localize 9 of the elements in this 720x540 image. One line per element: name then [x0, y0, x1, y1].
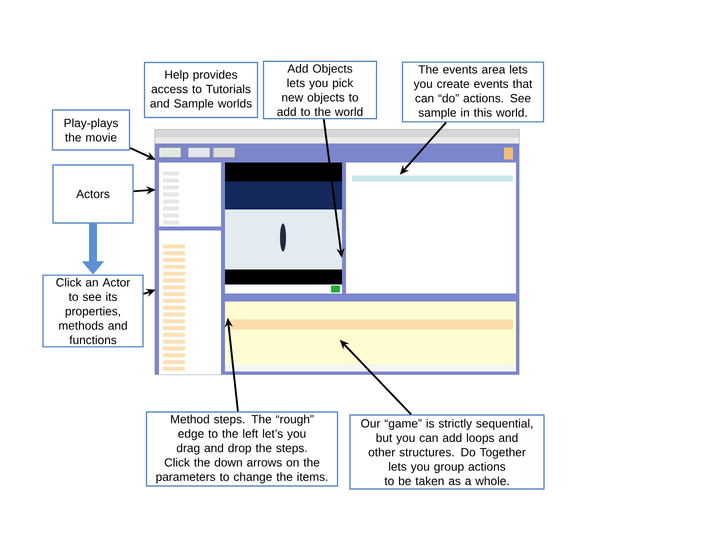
callout-box: Method steps. The “rough” edge to the left let’s you drag and drop the steps. Click the down arrows on the parameters to change the items.: [146, 411, 338, 487]
callout-box: Play-plays the movie: [52, 109, 130, 151]
callout-box: Our “game” is strictly sequential, but you can add loops and other structures. Do Together lets you group actions to be taken as a whole.: [349, 414, 545, 490]
callout-box: Click an Actor to see its properties, methods and functions: [42, 274, 144, 348]
callout-box: Actors: [52, 164, 134, 224]
callout-box: The events area lets you create events that can “do” actions. See sample in this world.: [402, 62, 544, 122]
app-screenshot-drawing: [154, 129, 520, 375]
callout-box: Add Objects lets you pick new objects to add to the world: [262, 60, 378, 120]
callout-box: Help provides access to Tutorials and Sample worlds: [144, 62, 258, 118]
